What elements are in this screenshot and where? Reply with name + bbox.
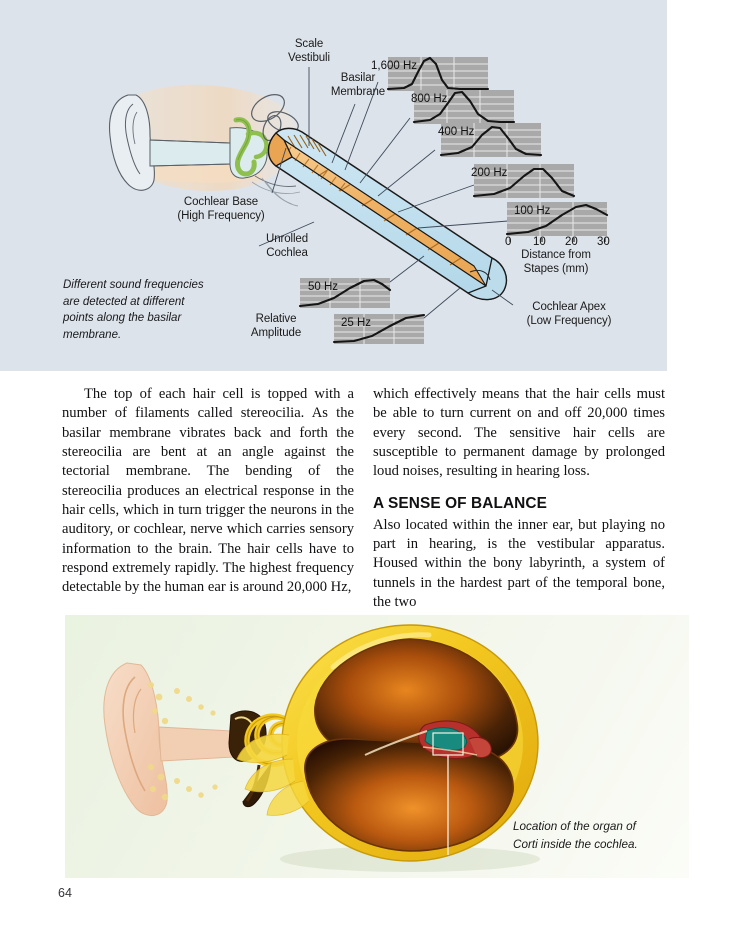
chart-label-1600hz: 1,600 Hz [371,60,418,72]
leader-lines [258,67,514,319]
chart-200hz [472,164,576,198]
label-basilar-membrane: Basilar Membrane [330,72,386,98]
text-column-right: which effectively means that the hair ce… [373,385,665,612]
bottom-figure-panel: Location of the organ of Corti inside th… [65,615,689,878]
label-cochlear-base: Cochlear Base (High Frequency) [177,196,265,222]
label-distance-from-stapes: Distance from Stapes (mm) [521,249,591,275]
chart-1600hz [386,56,490,91]
label-relative-amplitude: Relative Amplitude [250,313,302,339]
paragraph-hair-cells-continued: which effectively means that the hair ce… [373,386,665,480]
article-body: The top of each hair cell is topped with… [0,385,751,610]
chart-800hz [412,90,516,124]
paragraph-hair-cells: The top of each hair cell is topped with… [62,386,354,596]
chart-label-50hz: 50 Hz [308,281,339,293]
chart-50hz [298,278,392,308]
axis-tick-0: 0 [505,236,512,248]
unrolled-cochlea-illustration [108,56,609,344]
frequency-response-charts [298,56,609,344]
page-number: 64 [58,886,72,900]
chart-100hz [505,202,609,242]
chart-label-100hz: 100 Hz [514,205,551,217]
chart-25hz [332,313,426,344]
label-unrolled-cochlea: Unrolled Cochlea [265,233,309,259]
chart-400hz [439,123,543,157]
label-scale-vestibuli: Scale Vestibuli [288,38,330,64]
chart-label-800hz: 800 Hz [411,93,448,105]
label-cochlear-apex: Cochlear Apex (Low Frequency) [526,301,612,327]
section-heading-balance: A SENSE OF BALANCE [373,494,547,512]
text-column-left: The top of each hair cell is topped with… [62,385,354,598]
organ-of-corti-illustration [103,624,540,872]
chart-label-200hz: 200 Hz [471,167,508,179]
bottom-figure-caption: Location of the organ of Corti inside th… [513,820,638,851]
top-figure-panel: 1,600 Hz 800 Hz 400 Hz 200 Hz 100 Hz 50 … [0,0,667,371]
unrolled-cochlea-tube [267,127,508,301]
axis-tick-20: 20 [565,236,578,248]
paragraph-vestibular-apparatus: Also located within the inner ear, but p… [373,516,665,611]
top-figure-caption: Different sound frequencies are detected… [63,279,204,341]
axis-tick-10: 10 [533,236,546,248]
chart-label-400hz: 400 Hz [438,126,475,138]
chart-label-25hz: 25 Hz [341,317,372,329]
axis-tick-30: 30 [597,236,610,248]
cochlea-cross-section [236,624,539,862]
